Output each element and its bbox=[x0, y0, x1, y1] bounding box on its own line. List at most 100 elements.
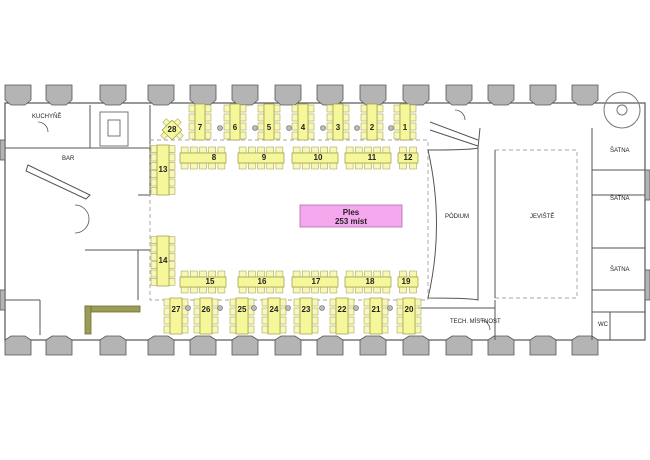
table-number: 5 bbox=[267, 123, 272, 132]
chair bbox=[229, 325, 237, 334]
chair bbox=[211, 307, 219, 316]
chair bbox=[273, 113, 281, 122]
chair bbox=[292, 162, 301, 170]
chair bbox=[188, 104, 196, 113]
chair bbox=[204, 104, 212, 113]
chair bbox=[302, 162, 310, 170]
chair bbox=[347, 298, 355, 307]
table-number: 10 bbox=[314, 153, 323, 162]
chair bbox=[381, 307, 389, 316]
chair bbox=[239, 131, 247, 140]
chair bbox=[163, 298, 171, 307]
chair bbox=[279, 316, 287, 325]
table bbox=[199, 297, 213, 335]
wall-pier bbox=[487, 335, 515, 356]
chair bbox=[373, 270, 381, 278]
table-number: 1 bbox=[403, 123, 408, 132]
table-number: 4 bbox=[301, 123, 306, 132]
chair bbox=[266, 270, 274, 278]
label-stage: JEVIŠTĚ bbox=[530, 212, 554, 220]
chair bbox=[190, 286, 198, 294]
chair bbox=[414, 307, 422, 316]
pillar bbox=[217, 125, 223, 131]
wall-pier bbox=[0, 289, 6, 311]
table bbox=[402, 297, 416, 335]
chair bbox=[409, 113, 417, 122]
chair bbox=[223, 122, 231, 131]
wall-pier bbox=[445, 84, 473, 106]
chair bbox=[347, 325, 355, 334]
chair bbox=[399, 286, 407, 294]
wall-pier bbox=[45, 84, 73, 106]
chair bbox=[311, 286, 319, 294]
chair bbox=[342, 104, 350, 113]
wall-pier bbox=[274, 335, 302, 356]
chair bbox=[150, 253, 158, 261]
chair bbox=[311, 298, 319, 307]
table bbox=[179, 152, 227, 164]
chair bbox=[168, 244, 176, 253]
chair bbox=[261, 307, 269, 316]
chair bbox=[363, 298, 371, 307]
table bbox=[397, 152, 419, 164]
chair bbox=[266, 162, 274, 170]
table bbox=[397, 276, 419, 288]
table bbox=[229, 103, 241, 141]
chair bbox=[223, 104, 231, 113]
chair bbox=[382, 286, 391, 294]
chair bbox=[150, 145, 158, 153]
chair bbox=[396, 307, 404, 316]
pillar bbox=[251, 305, 257, 311]
wall-pier bbox=[644, 269, 650, 301]
chair bbox=[393, 113, 401, 122]
chair bbox=[382, 162, 391, 170]
chair bbox=[257, 104, 265, 113]
chair bbox=[168, 145, 176, 153]
wall-pier bbox=[359, 84, 387, 106]
wall-pier bbox=[99, 335, 127, 356]
table bbox=[169, 297, 183, 335]
chair bbox=[364, 162, 372, 170]
chair bbox=[279, 307, 287, 316]
chair bbox=[150, 236, 158, 244]
chair bbox=[307, 122, 315, 131]
chair bbox=[329, 286, 338, 294]
chair bbox=[291, 104, 299, 113]
chair bbox=[217, 146, 226, 154]
chair bbox=[150, 269, 158, 278]
wall-pier bbox=[529, 84, 557, 106]
wall-pier bbox=[231, 84, 259, 106]
chair bbox=[393, 131, 401, 140]
chair bbox=[168, 269, 176, 278]
chair bbox=[302, 286, 310, 294]
chair bbox=[311, 162, 319, 170]
chair bbox=[217, 270, 226, 278]
wall-pier bbox=[316, 84, 344, 106]
chair bbox=[211, 298, 219, 307]
chair bbox=[382, 146, 391, 154]
table bbox=[156, 235, 170, 287]
chair bbox=[307, 131, 315, 140]
label-wc: WC bbox=[598, 322, 609, 328]
chair bbox=[381, 316, 389, 325]
chair bbox=[373, 286, 381, 294]
chair bbox=[376, 113, 384, 122]
table bbox=[291, 276, 339, 288]
chair bbox=[180, 270, 189, 278]
chair bbox=[360, 113, 368, 122]
label-kitchen: KUCHYŇĚ bbox=[32, 112, 61, 120]
chair bbox=[238, 270, 247, 278]
table bbox=[344, 276, 392, 288]
table bbox=[344, 152, 392, 164]
chair bbox=[168, 178, 176, 187]
table-number: 12 bbox=[404, 153, 413, 162]
chair bbox=[329, 316, 337, 325]
chair bbox=[193, 307, 201, 316]
chair bbox=[180, 146, 189, 154]
wall-pier bbox=[359, 335, 387, 356]
table-number: 2 bbox=[370, 123, 375, 132]
chair bbox=[190, 162, 198, 170]
chair bbox=[393, 104, 401, 113]
chair bbox=[168, 153, 176, 162]
wall-pier bbox=[4, 84, 32, 106]
